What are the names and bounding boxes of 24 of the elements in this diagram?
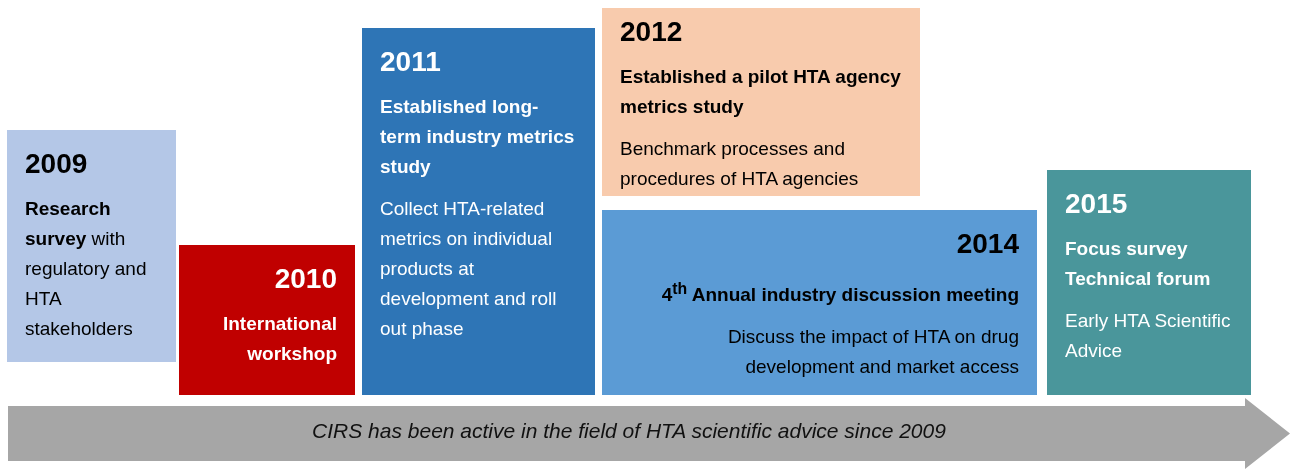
timeline-arrow xyxy=(8,398,1290,469)
milestone-title: Established long-term industry metrics study xyxy=(380,95,576,179)
milestone-description: Discuss the impact of HTA on drug development and market access xyxy=(726,325,1019,380)
milestone-card xyxy=(1047,170,1251,395)
year-label: 2009 xyxy=(25,148,89,180)
milestone-description: Collect HTA-related metrics on individual products at development and roll out phase xyxy=(380,197,558,341)
year-label: 2014 xyxy=(955,228,1019,260)
timeline-caption: CIRS has been active in the field of HTA scientific advice since 2009 xyxy=(311,419,947,443)
milestone-title: International workshop xyxy=(222,312,337,366)
milestone-description: Benchmark processes and procedures of HTA agencies xyxy=(620,137,860,191)
year-label: 2015 xyxy=(1065,188,1129,220)
milestone-card xyxy=(179,245,355,395)
milestone-card xyxy=(602,210,1037,395)
milestone-card xyxy=(7,130,176,362)
milestone-title: 4$^{th}$ Annual industry discussion meeting xyxy=(660,279,1019,308)
milestone-description: Early HTA Scientific Advice xyxy=(1065,309,1232,363)
milestone-card xyxy=(602,8,920,196)
year-label: 2010 xyxy=(273,263,337,295)
milestone-title: Focus survey Technical forum xyxy=(1065,237,1212,291)
year-label: 2012 xyxy=(620,16,684,48)
milestone-title: Established a pilot HTA agency metrics study xyxy=(620,65,902,119)
year-label: 2011 xyxy=(380,46,442,78)
milestone-card xyxy=(362,28,595,395)
milestone-description: Research survey with regulatory and HTA stakeholders xyxy=(25,197,148,341)
